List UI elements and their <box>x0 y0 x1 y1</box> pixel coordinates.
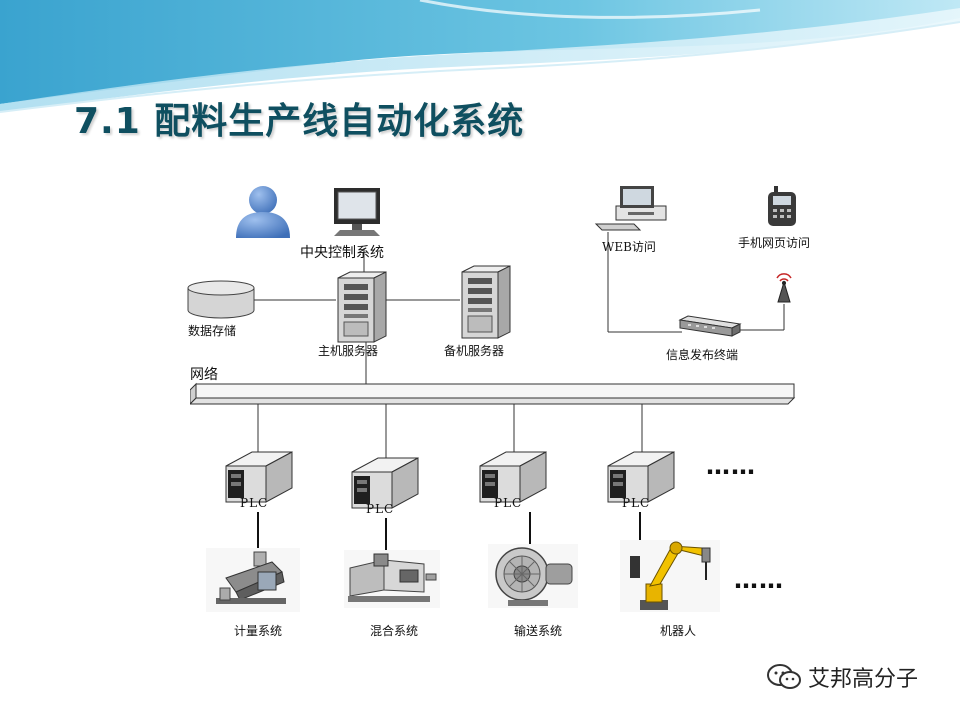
mixing-system-label: 混合系统 <box>370 624 419 638</box>
plc-label: PLC <box>366 502 395 516</box>
metering-machine-image <box>206 548 300 612</box>
industrial-robot-image <box>620 540 720 612</box>
plc-label: PLC <box>240 496 269 510</box>
user-icon <box>236 186 290 238</box>
main-server-icon <box>337 271 387 343</box>
plc-unit-icon <box>351 457 419 509</box>
main-server-label: 主机服务器 <box>318 344 379 358</box>
mobile-phone-icon <box>768 186 796 226</box>
plc-unit-icon <box>479 451 547 503</box>
metering-system-label: 计量系统 <box>234 624 283 638</box>
watermark-text: 艾邦高分子 <box>808 667 919 692</box>
more-plc-ellipsis: …… <box>706 452 756 480</box>
plc-label: PLC <box>622 496 651 510</box>
plc-unit-icon <box>225 451 293 503</box>
network-label: 网络 <box>190 367 218 383</box>
mobile-access-label: 手机网页访问 <box>738 236 811 250</box>
watermark: 艾邦高分子 <box>766 662 918 692</box>
backup-server-icon <box>461 265 511 339</box>
database-icon <box>187 280 255 319</box>
desktop-computer-icon <box>594 186 667 231</box>
header-wave-decoration <box>0 0 960 113</box>
conveying-system-label: 输送系统 <box>514 624 563 638</box>
plc-unit-icon <box>607 451 675 503</box>
conveying-blower-image <box>488 544 578 608</box>
backup-server-label: 备机服务器 <box>444 344 505 358</box>
network-switch-icon <box>678 315 742 337</box>
data-storage-label: 数据存储 <box>188 324 237 338</box>
wechat-icon <box>767 664 801 689</box>
info-terminal-label: 信息发布终端 <box>666 348 739 362</box>
plc-label: PLC <box>494 496 523 510</box>
page-title: 7.1 配料生产线自动化系统 <box>74 101 525 142</box>
web-access-label: WEB访问 <box>602 240 656 254</box>
robot-label: 机器人 <box>660 624 697 638</box>
network-bar <box>190 382 796 405</box>
antenna-icon <box>776 273 792 303</box>
central-control-label: 中央控制系统 <box>300 245 384 261</box>
mixing-machine-image <box>344 550 440 608</box>
monitor-icon <box>334 188 380 236</box>
more-systems-ellipsis: …… <box>734 566 784 594</box>
